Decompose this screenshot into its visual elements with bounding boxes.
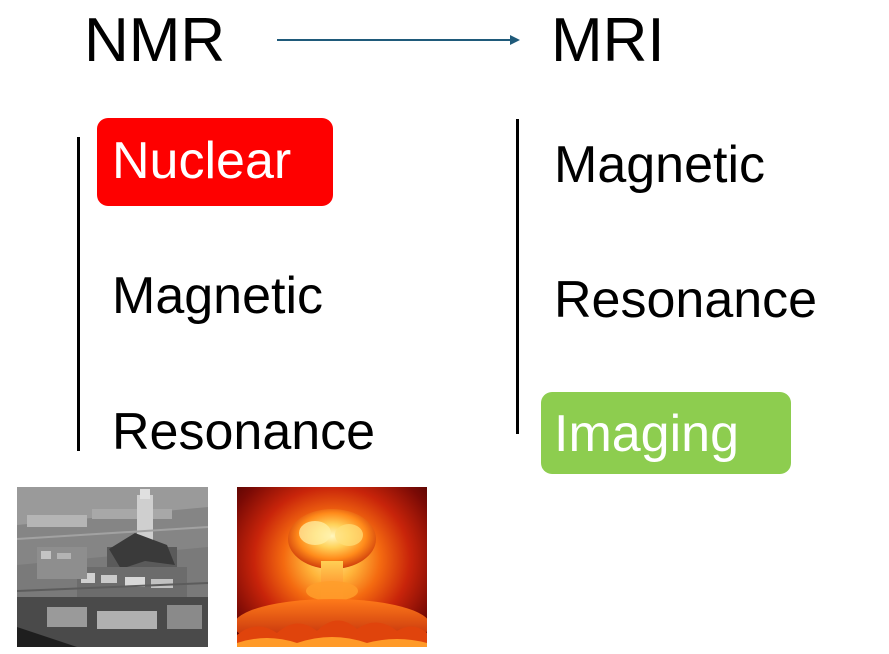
title-mri: MRI: [551, 6, 665, 75]
arrow-icon: [277, 35, 520, 45]
mri-divider-line: [516, 119, 519, 434]
title-nmr: NMR: [84, 6, 226, 75]
mri-word-imaging-highlighted: Imaging: [541, 392, 791, 474]
nmr-word-resonance: Resonance: [112, 403, 376, 461]
mri-word-magnetic: Magnetic: [554, 136, 765, 194]
damaged-power-plant-image: [17, 487, 208, 647]
nmr-word-magnetic: Magnetic: [112, 267, 323, 325]
nuclear-explosion-image: [237, 487, 427, 647]
nmr-divider-line: [77, 137, 80, 451]
mri-word-resonance: Resonance: [554, 271, 818, 329]
nmr-word-nuclear-highlighted: Nuclear: [97, 118, 333, 206]
